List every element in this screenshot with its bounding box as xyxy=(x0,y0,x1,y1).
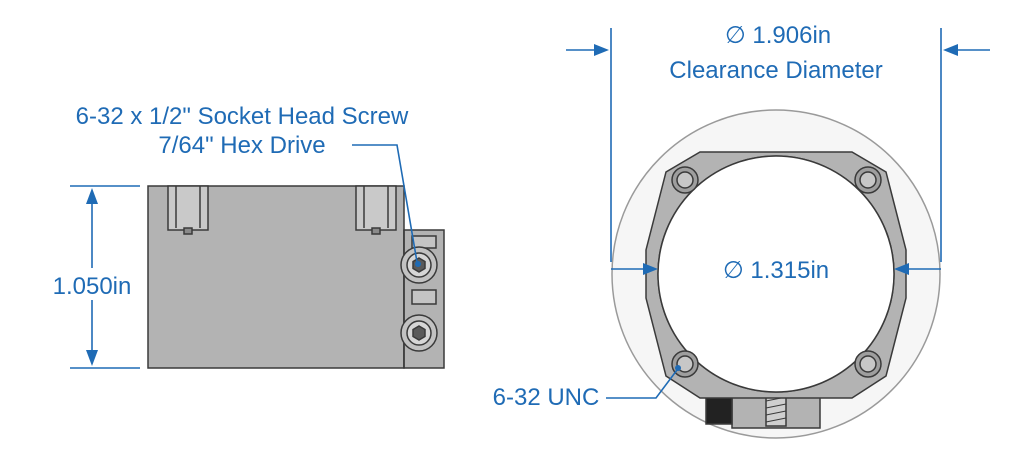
side-view-counterbore-right xyxy=(355,185,397,235)
tapped-hole-bottom-left xyxy=(671,350,699,378)
height-label: 1.050in xyxy=(53,273,132,300)
side-view: 1.050in 6-32 x 1/2" Socket Head Screw 7/… xyxy=(53,103,445,369)
tapped-hole-top-right xyxy=(854,166,882,194)
socket-head-screw-lower xyxy=(400,314,438,352)
thread-callout: 6-32 UNC xyxy=(493,365,681,411)
bore-dimension: ∅ 1.315in xyxy=(611,257,941,284)
bore-label: ∅ 1.315in xyxy=(723,257,829,284)
bore xyxy=(657,155,895,393)
screw-callout: 6-32 x 1/2" Socket Head Screw 7/64" Hex … xyxy=(76,103,421,267)
thread-label: 6-32 UNC xyxy=(493,384,600,411)
height-dimension: 1.050in xyxy=(53,185,140,369)
tapped-hole-top-left xyxy=(671,166,699,194)
clearance-caption-label: Clearance Diameter xyxy=(669,57,882,84)
screw-callout-line2: 7/64" Hex Drive xyxy=(158,132,325,159)
tapped-hole-bottom-right xyxy=(854,350,882,378)
screw-callout-line1: 6-32 x 1/2" Socket Head Screw xyxy=(76,103,409,130)
clearance-value-label: ∅ 1.906in xyxy=(725,22,831,49)
clearance-dimension: ∅ 1.906in Clearance Diameter xyxy=(566,22,990,262)
front-view: ∅ 1.906in Clearance Diameter ∅ 1.315in 6… xyxy=(493,22,990,439)
side-view-counterbore-left xyxy=(167,185,209,235)
